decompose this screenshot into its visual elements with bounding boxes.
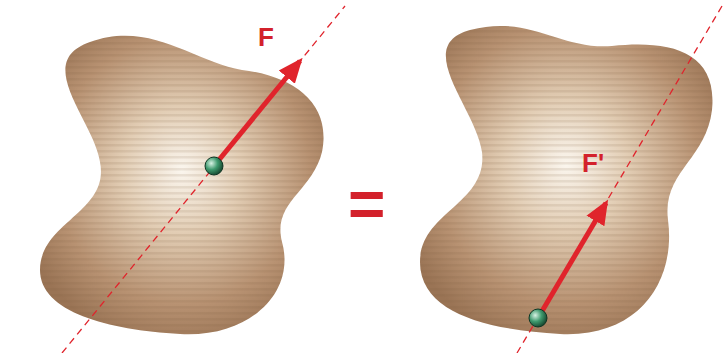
equivalence-sign: = <box>348 172 385 236</box>
rigid-body-right <box>420 26 712 334</box>
line-of-action <box>517 6 722 353</box>
rigid-body-left <box>40 36 324 335</box>
application-point <box>205 157 223 175</box>
force-label: F <box>258 24 274 50</box>
application-point <box>529 309 547 327</box>
force-arrow <box>538 203 606 318</box>
force-arrow <box>214 61 300 166</box>
line-of-action <box>62 6 345 353</box>
force-label: F' <box>582 150 604 176</box>
